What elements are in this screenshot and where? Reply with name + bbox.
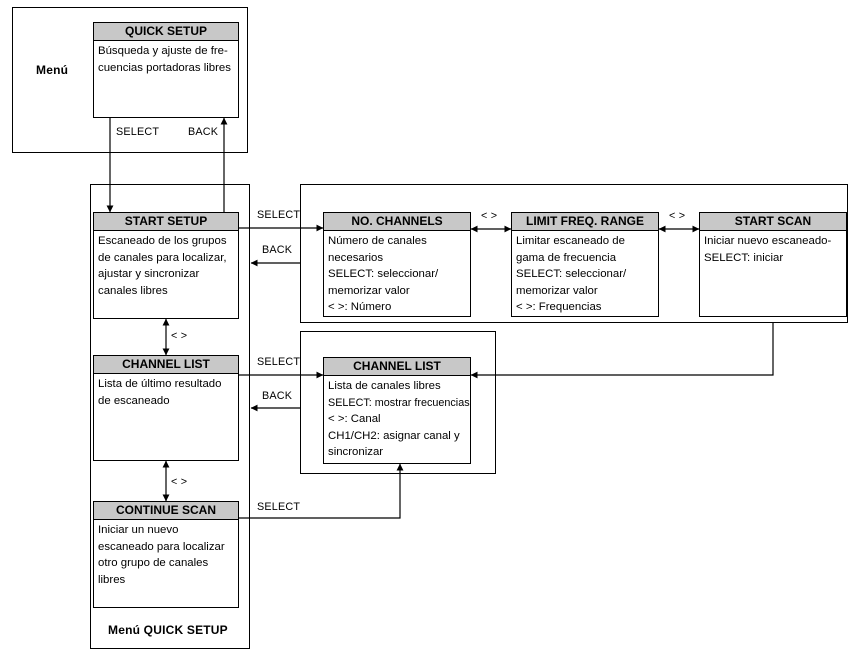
channel-list-right-line: sincronizar	[328, 446, 384, 458]
select-label-start-setup: SELECT	[257, 209, 301, 221]
channel-list-right-line: CH1/CH2: asignar canal y	[328, 429, 460, 442]
arrows-label-start-channel: < >	[171, 330, 188, 342]
continue-scan-title: CONTINUE SCAN	[94, 502, 238, 520]
limit-freq-range-line: < >: Frequencias	[516, 301, 602, 313]
arrows-label-no-channels-limit: < >	[481, 210, 498, 222]
back-label-top: BACK	[188, 126, 219, 138]
start-scan-line: Iniciar nuevo escaneado-	[704, 235, 832, 247]
main-menu-frame	[12, 7, 248, 153]
channel-list-right-line: SELECT: mostrar frecuencias	[328, 396, 470, 409]
quick-setup-line: cuencias portadoras libres	[98, 61, 231, 74]
arrows-label-limit-start-scan: < >	[669, 210, 686, 222]
continue-scan-box[interactable]: CONTINUE SCAN Iniciar un nuevo escaneado…	[93, 501, 239, 608]
limit-freq-range-line: memorizar valor	[516, 284, 598, 297]
start-setup-box[interactable]: START SETUP Escaneado de los grupos de c…	[93, 212, 239, 319]
continue-scan-line: Iniciar un nuevo	[98, 524, 179, 536]
channel-list-left-box[interactable]: CHANNEL LIST Lista de último resultado d…	[93, 355, 239, 461]
scan-settings-frame	[300, 184, 848, 323]
no-channels-line: necesarios	[328, 251, 384, 264]
start-setup-line: de canales para localizar,	[98, 251, 227, 264]
channel-list-right-line: < >: Canal	[328, 413, 381, 425]
select-label-top: SELECT	[116, 126, 160, 138]
channel-list-left-title: CHANNEL LIST	[94, 356, 238, 374]
continue-scan-line: escaneado para localizar	[98, 540, 225, 553]
quick-setup-box[interactable]: QUICK SETUP Búsqueda y ajuste de fre- cu…	[93, 22, 239, 118]
select-label-continue-scan: SELECT	[257, 501, 301, 513]
channel-list-right-box[interactable]: CHANNEL LIST Lista de canales libres SEL…	[323, 357, 471, 464]
quick-setup-menu-frame	[90, 184, 250, 649]
limit-freq-range-box[interactable]: LIMIT FREQ. RANGE Limitar escaneado de g…	[511, 212, 659, 317]
back-label-start-setup: BACK	[262, 244, 293, 256]
no-channels-box[interactable]: NO. CHANNELS Número de canales necesario…	[323, 212, 471, 317]
no-channels-line: Número de canales	[328, 235, 427, 247]
channel-list-left-line: Lista de último resultado	[98, 378, 222, 390]
select-label-channel-list: SELECT	[257, 356, 301, 368]
start-scan-title: START SCAN	[700, 213, 846, 231]
main-menu-label: Menú	[36, 63, 69, 77]
arrows-label-channel-continue: < >	[171, 476, 188, 488]
continue-scan-line: libres	[98, 573, 126, 586]
channel-list-frame	[300, 331, 496, 474]
no-channels-line: memorizar valor	[328, 284, 410, 297]
no-channels-line: SELECT: seleccionar/	[328, 268, 439, 280]
continue-scan-line: otro grupo de canales	[98, 557, 209, 569]
start-setup-line: canales libres	[98, 284, 168, 297]
limit-freq-range-line: Limitar escaneado de	[516, 235, 625, 247]
limit-freq-range-line: SELECT: seleccionar/	[516, 268, 627, 280]
start-scan-line: SELECT: iniciar	[704, 251, 784, 264]
start-scan-box[interactable]: START SCAN Iniciar nuevo escaneado- SELE…	[699, 212, 847, 317]
start-setup-line: Escaneado de los grupos	[98, 235, 227, 247]
start-setup-title: START SETUP	[94, 213, 238, 231]
channel-list-left-line: de escaneado	[98, 394, 170, 407]
quick-setup-menu-label: Menú QUICK SETUP	[108, 623, 228, 637]
channel-list-right-title: CHANNEL LIST	[324, 358, 470, 376]
no-channels-line: < >: Número	[328, 301, 392, 313]
quick-setup-line: Búsqueda y ajuste de fre-	[98, 45, 228, 57]
back-label-channel-list: BACK	[262, 390, 293, 402]
start-setup-line: ajustar y sincronizar	[98, 268, 200, 280]
no-channels-title: NO. CHANNELS	[324, 213, 470, 231]
limit-freq-range-line: gama de frecuencia	[516, 251, 617, 264]
channel-list-right-line: Lista de canales libres	[328, 380, 441, 392]
quick-setup-title: QUICK SETUP	[94, 23, 238, 41]
limit-freq-range-title: LIMIT FREQ. RANGE	[512, 213, 658, 231]
